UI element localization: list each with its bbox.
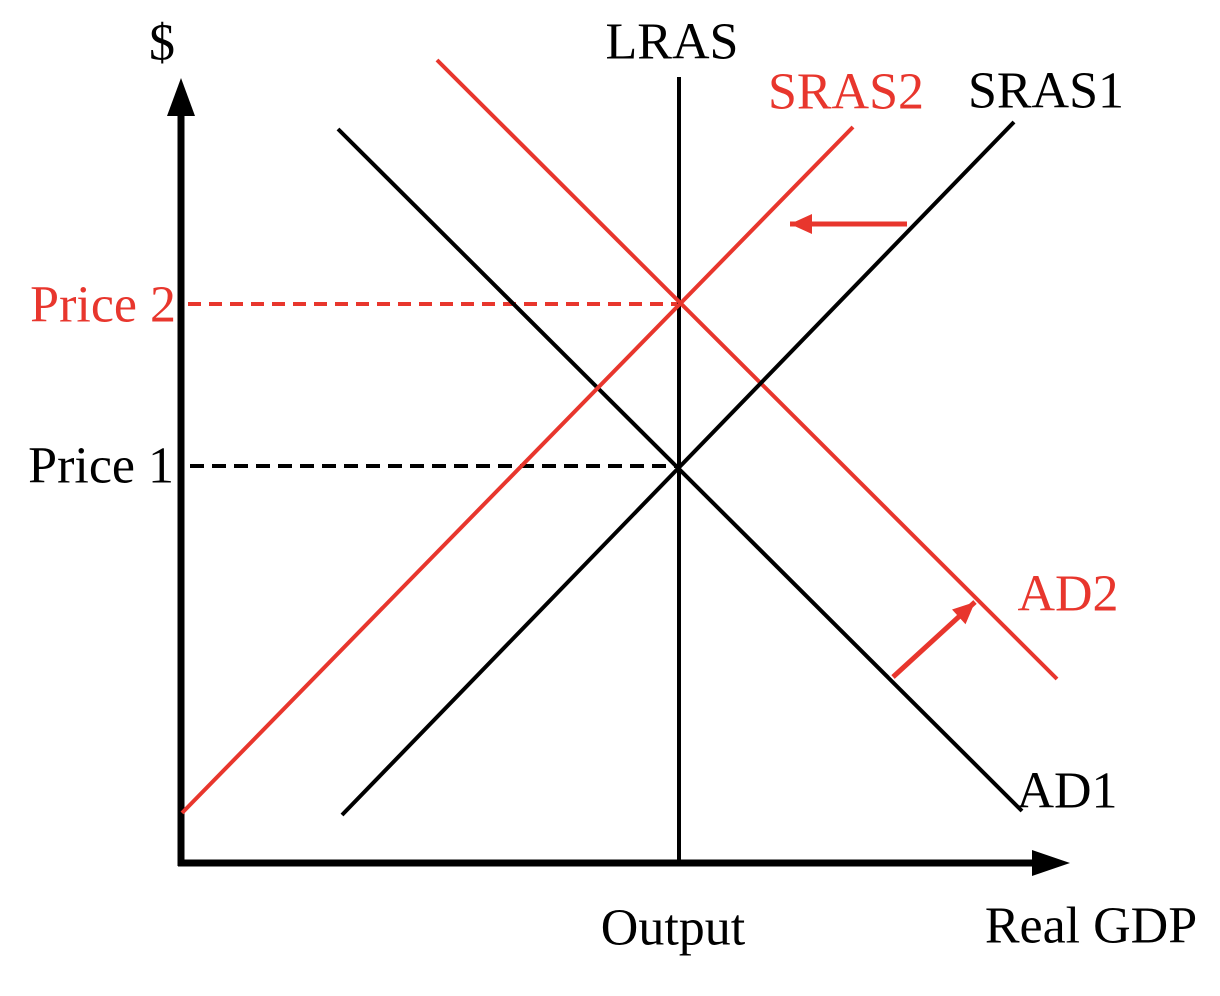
sras1-label: SRAS1 xyxy=(968,63,1124,120)
price1-label: Price 1 xyxy=(28,438,174,495)
sras2-label: SRAS2 xyxy=(768,64,924,121)
x-axis-arrowhead-icon xyxy=(1032,850,1070,876)
y-axis-label: $ xyxy=(149,15,175,72)
lras-label: LRAS xyxy=(606,14,739,71)
curve-sras1 xyxy=(340,120,1016,817)
real-gdp-label: Real GDP xyxy=(985,898,1197,955)
curve-ad1 xyxy=(336,127,1024,813)
sras-shift-left-arrow-head-icon xyxy=(790,214,812,234)
price2-label: Price 2 xyxy=(30,277,176,334)
ad2-label: AD2 xyxy=(1017,566,1118,623)
ad1-label: AD1 xyxy=(1016,763,1117,820)
output-label: Output xyxy=(601,900,746,957)
y-axis-arrowhead-icon xyxy=(167,78,195,116)
curve-sras2 xyxy=(180,125,855,815)
curve-ad2 xyxy=(435,58,1059,681)
ad-shift-right-arrow-head-icon xyxy=(952,602,975,625)
